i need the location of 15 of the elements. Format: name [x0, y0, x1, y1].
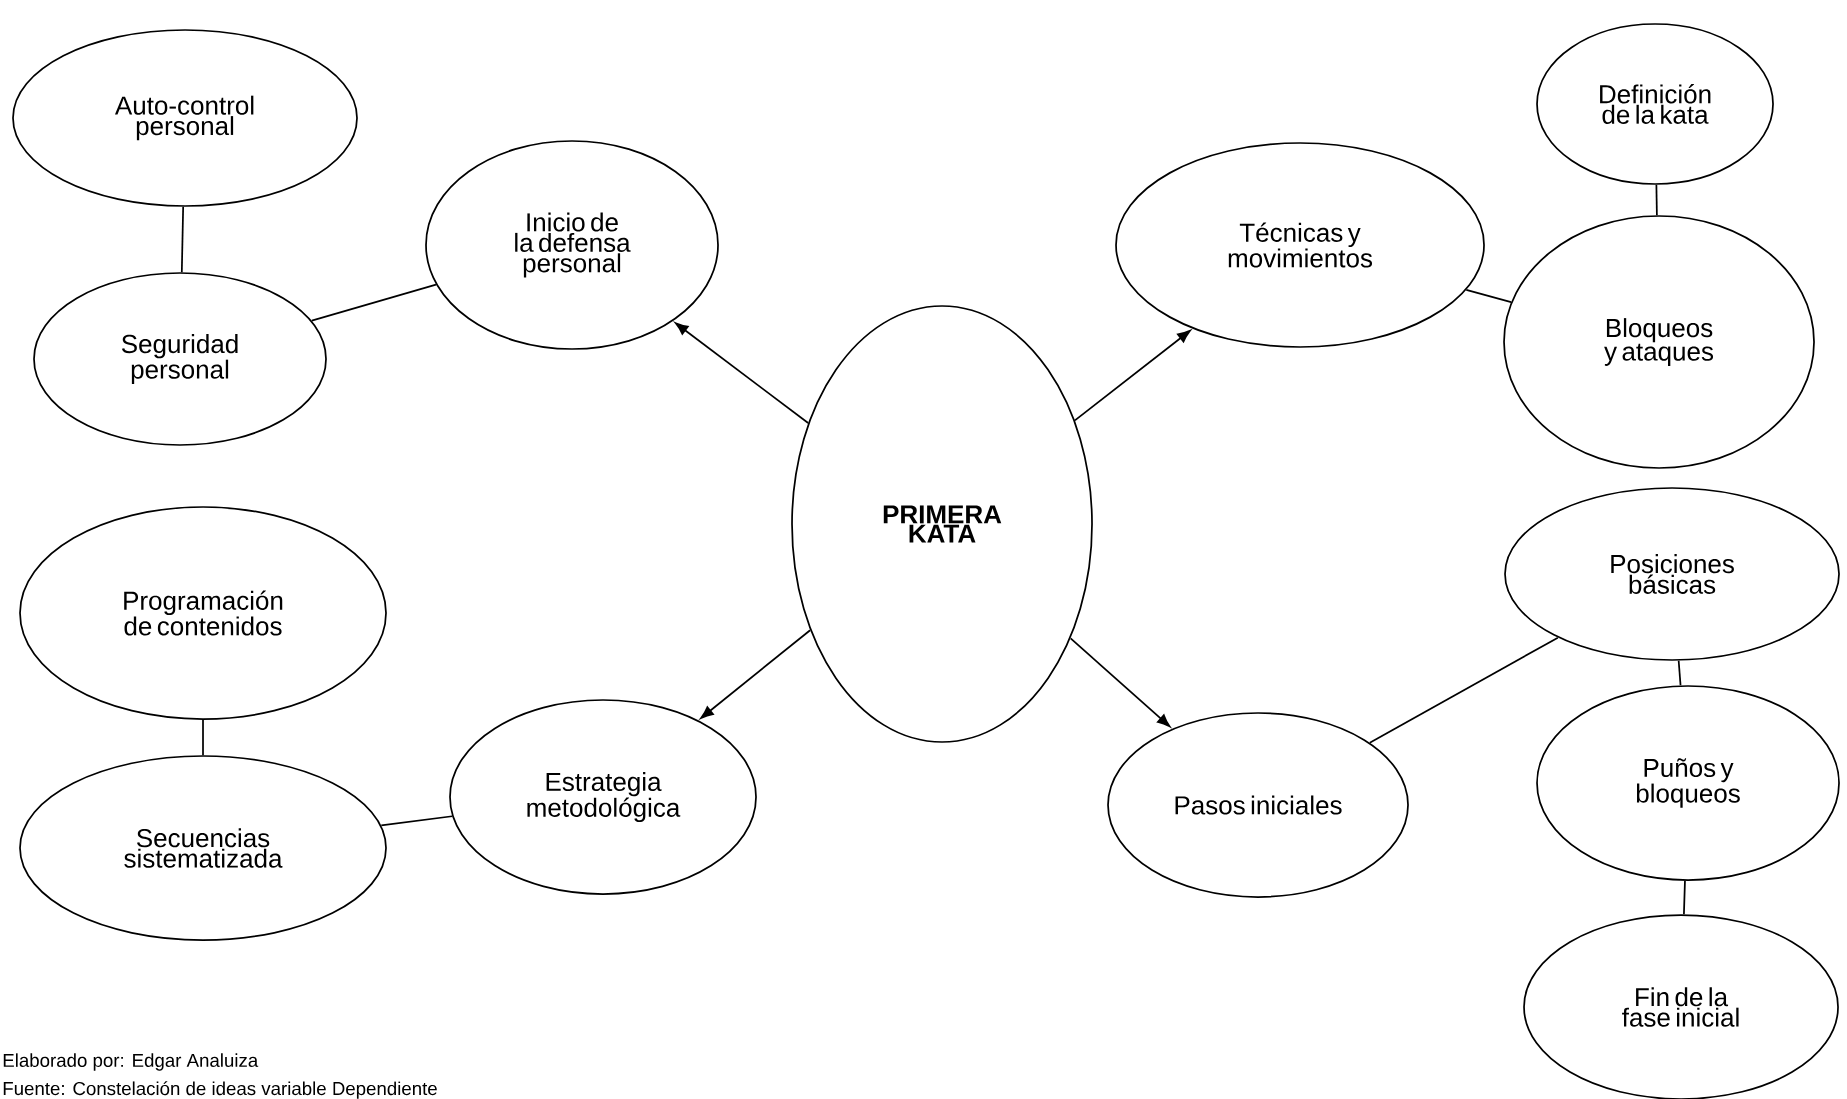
- connector-line: [1368, 636, 1559, 744]
- arrow: [700, 629, 811, 719]
- connector-line: [1465, 289, 1512, 303]
- connector-line: [1677, 659, 1682, 687]
- arrow: [1074, 330, 1191, 422]
- connector-line: [1655, 184, 1658, 216]
- arrow: [674, 322, 810, 424]
- connector-line: [202, 719, 204, 756]
- connector-line: [1683, 880, 1686, 916]
- connector-line: [310, 283, 437, 322]
- source-note: Elaborado por: Edgar Analuiza: [3, 1053, 259, 1071]
- arrow: [1069, 637, 1171, 728]
- connector-line: [180, 206, 185, 273]
- source-note: Fuente: Constelación de ideas variable Dependiente: [3, 1081, 437, 1099]
- connector-line: [380, 815, 453, 827]
